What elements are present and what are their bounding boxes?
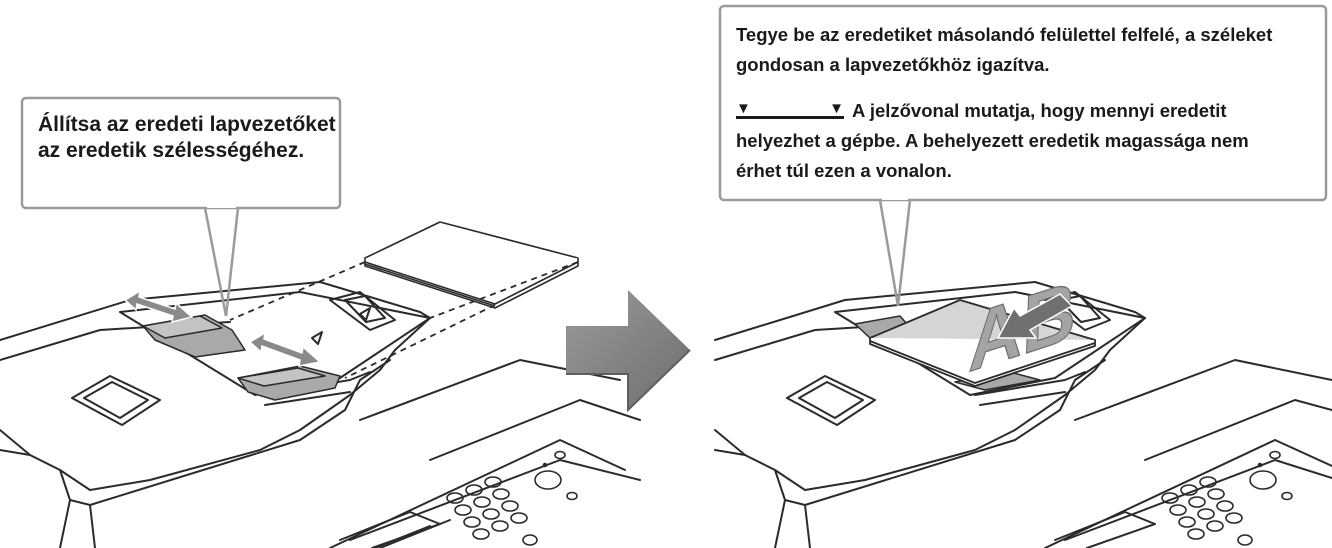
placement-dashed-lines [229, 261, 579, 379]
step-arrow [566, 290, 691, 413]
guide-slide-arrow-front [248, 331, 322, 367]
original-guide-rear [142, 314, 246, 358]
indicator-triangle-right: ▼ [829, 100, 844, 117]
right-callout-text-2-wrapper: ▼ ▼ A jelzővonal mutatja, hogy mennyi er… [736, 96, 1296, 186]
left-keypad [446, 450, 578, 546]
right-callout-text-2: A jelzővonal mutatja, hogy mennyi eredet… [736, 100, 1249, 181]
insert-direction-arrow [996, 293, 1074, 339]
left-callout-text: Állítsa az eredeti lapvezetőket az erede… [38, 113, 336, 162]
right-callout-box [718, 4, 1328, 307]
original-guide-front [237, 365, 341, 401]
right-keypad [1161, 450, 1293, 546]
indicator-triangle-left: ▼ [736, 100, 751, 117]
left-machine [0, 281, 641, 548]
original-documents-stack [364, 221, 579, 309]
indicator-line-icon: ▼ ▼ [736, 101, 844, 119]
placed-originals [869, 299, 1096, 387]
right-callout-text-1: Tegye be az eredetiket másolandó felület… [736, 24, 1273, 75]
indicator-line [736, 116, 844, 119]
guide-slide-arrow-rear [123, 289, 194, 324]
left-callout-box [20, 96, 342, 317]
